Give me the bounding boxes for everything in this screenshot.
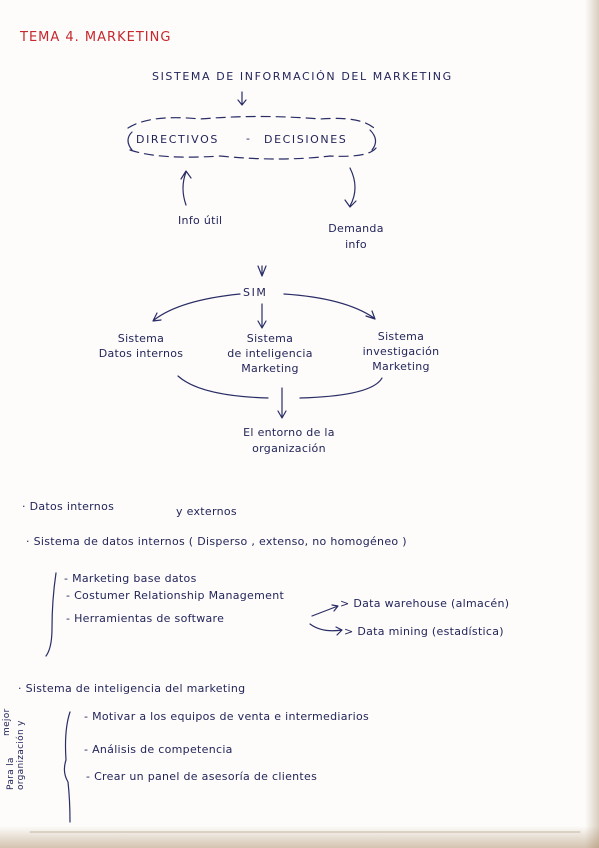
- cycle-directivos: DIRECTIVOS: [136, 133, 219, 146]
- node-internos-line2: Datos internos: [98, 347, 184, 360]
- software-branch-mining: > Data mining (estadística): [344, 625, 504, 638]
- internos-item-1: - Marketing base datos: [64, 572, 197, 585]
- node-inteligencia-line3: Marketing: [241, 362, 299, 375]
- demanda-down-arrow: [344, 167, 357, 208]
- entorno-arrow: [277, 387, 287, 419]
- bullet-datos-externos: y externos: [176, 505, 237, 518]
- side-note: Para la organización y mejor: [2, 700, 36, 790]
- cycle-decisiones: DECISIONES: [264, 133, 348, 146]
- info-util-up-arrow: [180, 170, 192, 206]
- node-investigacion-line3: Marketing: [372, 360, 430, 373]
- inteligencia-item-3: - Crear un panel de asesoría de clientes: [86, 770, 318, 783]
- sim-left-branch: [152, 293, 241, 322]
- sim-center-branch: [257, 303, 267, 329]
- node-inteligencia-line2: de inteligencia: [227, 347, 313, 360]
- side-note-line3: mejor: [2, 708, 12, 736]
- internos-bracket: [45, 572, 57, 657]
- inteligencia-item-2: - Análisis de competencia: [84, 743, 233, 756]
- inteligencia-bracket: [63, 711, 71, 823]
- entorno-line2: organización: [252, 442, 326, 455]
- internos-item-3: - Herramientas de software: [66, 612, 225, 625]
- software-branch-up: [311, 604, 339, 617]
- bottom-right-curve: [299, 377, 383, 399]
- bottom-left-curve: [177, 375, 269, 399]
- entorno-line1: El entorno de la: [243, 426, 335, 439]
- cycle-cloud-bottom: [129, 147, 377, 160]
- sim-top-arrow: [257, 265, 267, 277]
- bullet-sistema-internos: · Sistema de datos internos ( Disperso ,…: [26, 535, 407, 548]
- section-heading: SISTEMA DE INFORMACIÓN DEL MARKETING: [152, 70, 453, 83]
- sim-right-branch: [283, 293, 376, 320]
- demanda-line2: info: [345, 238, 367, 251]
- cycle-cloud-top: [127, 115, 375, 129]
- sim-label: SIM: [243, 286, 268, 299]
- node-investigacion-line2: investigación: [362, 345, 440, 358]
- node-internos-line1: Sistema: [117, 332, 165, 345]
- cycle-cloud-right: [369, 129, 377, 151]
- cycle-cloud-left: [127, 131, 133, 151]
- inteligencia-item-1: - Motivar a los equipos de venta e inter…: [84, 710, 370, 723]
- node-inteligencia-line1: Sistema: [246, 332, 294, 345]
- bullet-datos: · Datos internos: [22, 500, 115, 513]
- internos-item-2: - Costumer Relationship Management: [66, 589, 285, 602]
- info-util-label: Info útil: [178, 214, 223, 227]
- software-branch-down: [309, 623, 343, 636]
- cycle-separator: -: [246, 132, 251, 145]
- node-investigacion-line1: Sistema: [377, 330, 425, 343]
- side-note-line2: organización y: [16, 720, 26, 790]
- bullet-sistema-inteligencia: · Sistema de inteligencia del marketing: [18, 682, 246, 695]
- heading-down-arrow: [237, 91, 247, 106]
- demanda-line1: Demanda: [328, 222, 384, 235]
- page-title: TEMA 4. MARKETING: [20, 30, 172, 45]
- software-branch-warehouse: > Data warehouse (almacén): [340, 597, 510, 610]
